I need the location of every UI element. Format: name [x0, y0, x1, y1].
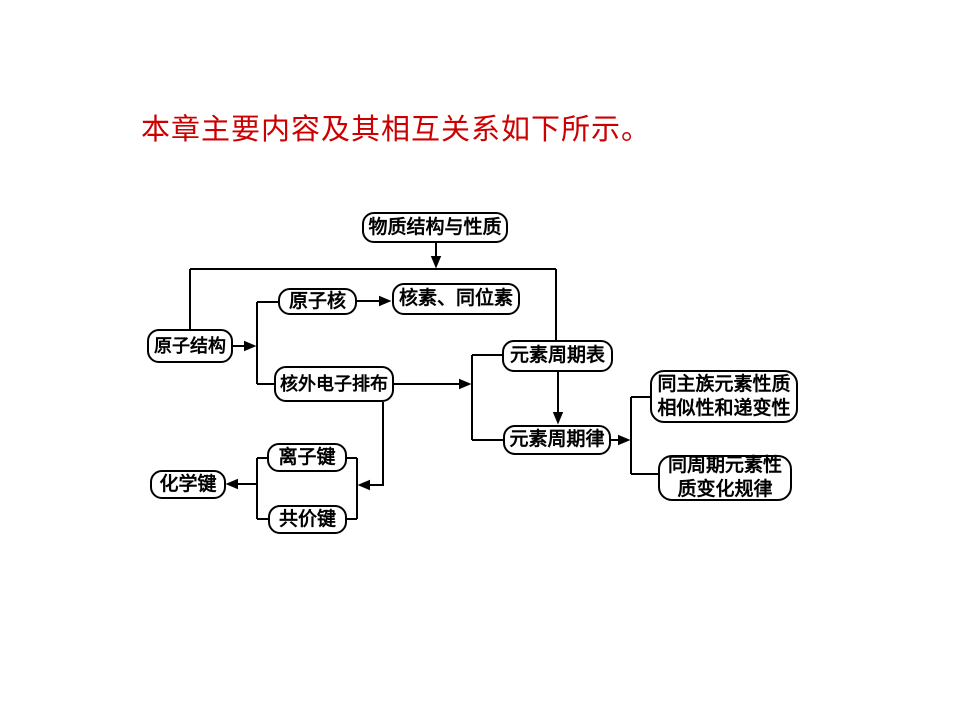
- node-nuclides-isotopes: 核素、同位素: [392, 283, 520, 315]
- node-chemical-bond: 化学键: [150, 470, 226, 499]
- node-label: 原子核: [288, 290, 346, 312]
- node-periodic-table: 元素周期表: [502, 340, 613, 372]
- slide-title: 本章主要内容及其相互关系如下所示。: [141, 114, 652, 146]
- node-same-group-properties: 同主族元素性质 相似性和递变性: [650, 370, 798, 423]
- node-label: 核外电子排布: [280, 373, 388, 394]
- node-atomic-structure: 原子结构: [147, 329, 233, 363]
- node-label-line1: 同主族元素性质: [657, 373, 791, 395]
- edge-bonds-chembond: [225, 457, 268, 520]
- node-label: 核素、同位素: [398, 288, 513, 310]
- node-label-line2: 相似性和递变性: [657, 397, 791, 419]
- node-structure-and-properties: 物质结构与性质: [362, 212, 508, 243]
- node-label: 共价键: [278, 508, 336, 530]
- node-label: 元素周期律: [509, 429, 605, 451]
- node-label: 原子结构: [154, 335, 226, 356]
- node-label: 元素周期表: [509, 345, 605, 367]
- node-covalent-bond: 共价键: [268, 505, 347, 534]
- edge-electron-bonds: [347, 402, 384, 520]
- node-periodic-law: 元素周期律: [503, 425, 611, 455]
- node-label-line1: 同周期元素性: [667, 455, 782, 477]
- node-ionic-bond: 离子键: [267, 443, 347, 472]
- edge-electron-periodic: [394, 354, 503, 441]
- node-atomic-nucleus: 原子核: [278, 288, 357, 315]
- node-label: 化学键: [159, 473, 217, 495]
- node-same-period-properties: 同周期元素性 质变化规律: [658, 455, 792, 501]
- node-label-line2: 质变化规律: [677, 479, 773, 500]
- node-label: 物质结构与性质: [368, 216, 502, 238]
- node-label: 离子键: [278, 446, 336, 468]
- edge-atomstruct-branch: [233, 301, 278, 385]
- node-electron-configuration: 核外电子排布: [274, 366, 394, 402]
